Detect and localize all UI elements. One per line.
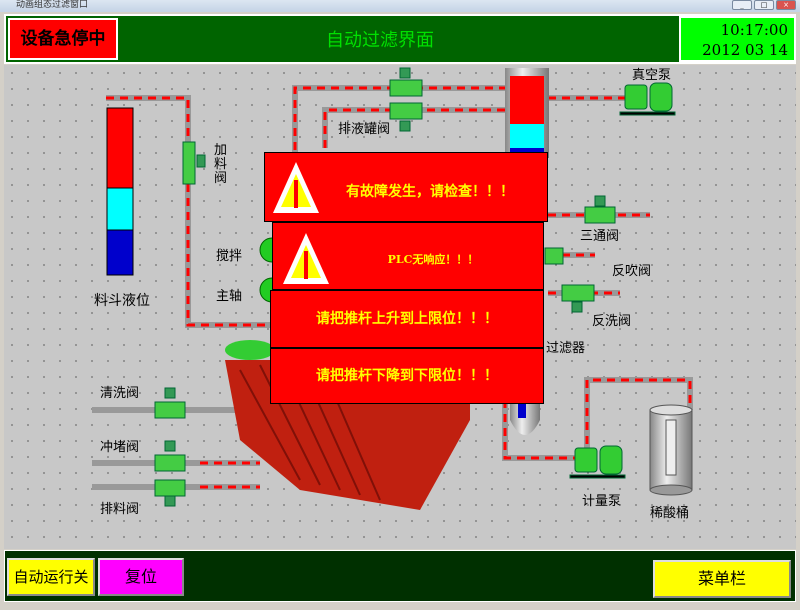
- warning-icon: [273, 162, 319, 213]
- emergency-stop-status: 设备急停中: [8, 18, 118, 60]
- maximize-button[interactable]: □: [754, 0, 774, 10]
- vacuum-pump-icon: [619, 82, 676, 116]
- backwash-valve-label: 反洗阀: [592, 314, 632, 329]
- header-bar: [4, 14, 796, 64]
- alarm-text: PLC无响应！！！: [387, 253, 479, 266]
- feed-valve-icon: [182, 141, 196, 185]
- three-way-valve-label: 三通阀: [580, 229, 620, 244]
- backwash-valve-icon: [561, 284, 595, 302]
- metering-pump-icon: [569, 445, 626, 479]
- discharge-valve-label: 排料阀: [100, 502, 140, 517]
- page-title: 自动过滤界面: [326, 30, 434, 51]
- warning-icon: [283, 233, 329, 284]
- drain-tank: [505, 68, 549, 158]
- feed-valve-label: 加料阀: [214, 143, 228, 186]
- alarm-lower-pushrod[interactable]: 请把推杆下降到下限位！！！: [270, 348, 544, 404]
- vacuum-pump-label: 真空泵: [632, 68, 672, 83]
- alarm-raise-pushrod[interactable]: 请把推杆上升到上限位！！！: [270, 290, 544, 348]
- wash-valve-label: 清洗阀: [100, 386, 140, 401]
- drain-tank-valve-icon: [389, 79, 423, 97]
- filter-label: 过滤器: [546, 341, 586, 356]
- reset-button[interactable]: 复位: [98, 558, 184, 596]
- filter-vessel: [510, 400, 540, 435]
- agitator-label: 搅拌: [216, 249, 243, 264]
- blowback-valve-label: 反吹阀: [612, 264, 652, 279]
- flush-valve-label: 冲堵阀: [100, 440, 140, 455]
- alarm-plc[interactable]: PLC无响应！！！: [272, 222, 544, 290]
- clock: 10:17:00 2012 03 14: [679, 16, 796, 62]
- three-way-valve-icon: [584, 206, 616, 224]
- clock-date: 2012 03 14: [702, 41, 788, 59]
- alarm-fault[interactable]: 有故障发生，请检查！！！: [264, 152, 548, 222]
- menu-button[interactable]: 菜单栏: [653, 560, 791, 598]
- auto-run-toggle-button[interactable]: 自动运行关: [7, 558, 95, 596]
- window-title-bar: 动画组态过滤窗口: [0, 0, 800, 12]
- motor-icons: [569, 82, 676, 479]
- blowback-valve-icon: [544, 247, 564, 265]
- minimize-button[interactable]: _: [732, 0, 752, 10]
- spindle-label: 主轴: [216, 289, 243, 304]
- wash-valve-icon: [154, 401, 186, 419]
- discharge-valve-icon: [154, 479, 186, 497]
- hopper-level-label: 料斗液位: [94, 293, 150, 309]
- hopper-level-bar: [106, 107, 134, 276]
- close-button[interactable]: ×: [776, 0, 796, 10]
- flush-valve-icon: [154, 454, 186, 472]
- dilute-acid-tank: [649, 404, 693, 496]
- metering-pump-label: 计量泵: [582, 494, 622, 509]
- alarm-text: 有故障发生，请检查！！！: [346, 184, 514, 200]
- drain-tank-valve-label: 排液罐阀: [338, 122, 391, 137]
- valve-icons: [154, 67, 616, 507]
- clock-time: 10:17:00: [720, 21, 788, 39]
- dilute-acid-tank-label: 稀酸桶: [650, 506, 690, 521]
- window-title: 动画组态过滤窗口: [16, 0, 89, 10]
